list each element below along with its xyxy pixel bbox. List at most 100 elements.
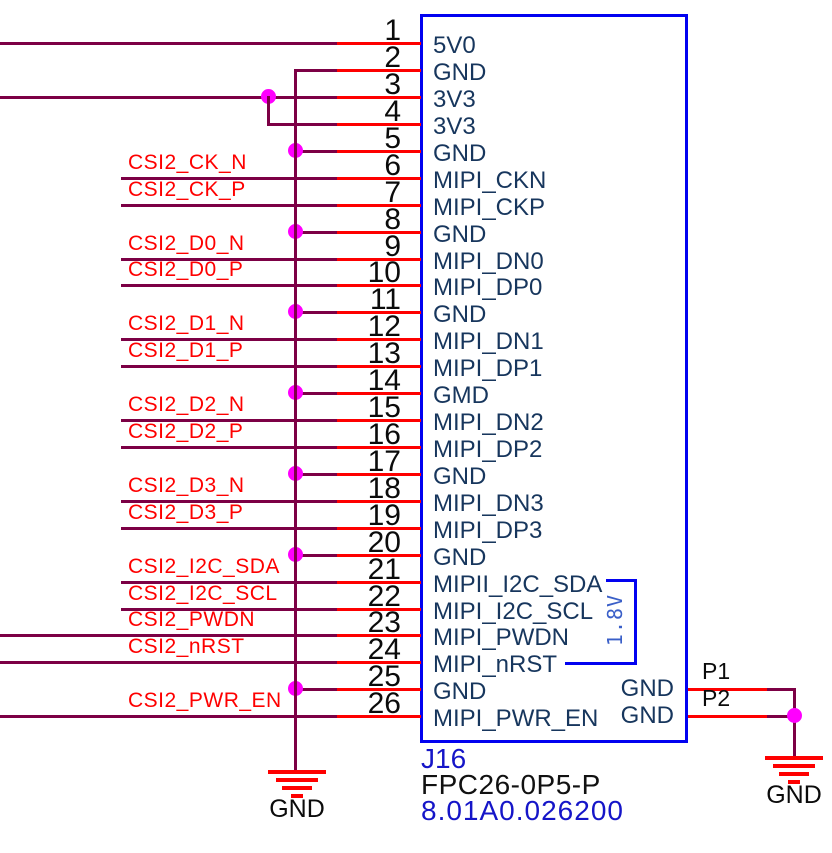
pin-stub[interactable] xyxy=(337,634,421,637)
wire-segment[interactable] xyxy=(295,231,337,234)
pin-name[interactable]: GND xyxy=(620,675,674,702)
wire-segment[interactable] xyxy=(295,69,337,72)
wire-segment[interactable] xyxy=(121,258,337,261)
pin-stub[interactable] xyxy=(337,554,421,557)
wire-segment[interactable] xyxy=(767,715,796,718)
wire-segment[interactable] xyxy=(267,96,270,125)
pin-stub[interactable] xyxy=(337,96,421,99)
pin-number[interactable]: 11 xyxy=(369,283,401,316)
pin-name[interactable]: GND xyxy=(433,301,487,328)
pin-name[interactable]: GND xyxy=(433,221,487,248)
net-label[interactable]: CSI2_I2C_SCL xyxy=(128,582,278,605)
pin-name[interactable]: MIPI_DP3 xyxy=(433,517,543,544)
pin-stub[interactable] xyxy=(337,527,421,530)
pin-number[interactable]: 25 xyxy=(367,660,401,693)
pin-number[interactable]: 2 xyxy=(384,41,401,74)
pin-number[interactable]: 18 xyxy=(367,472,401,505)
pin-name[interactable]: MIPI_PWDN xyxy=(433,624,570,651)
pin-stub[interactable] xyxy=(337,177,421,180)
pin-name[interactable]: MIPI_DN1 xyxy=(433,328,544,355)
net-label[interactable]: CSI2_D0_P xyxy=(128,258,244,281)
pin-number[interactable]: 1 xyxy=(384,14,401,47)
voltage-rail-label[interactable]: 1.8V xyxy=(603,593,627,647)
pin-number[interactable]: 15 xyxy=(367,391,401,424)
net-label[interactable]: CSI2_I2C_SDA xyxy=(128,555,280,578)
pin-name[interactable]: GMD xyxy=(433,382,489,409)
pin-number[interactable]: P2 xyxy=(702,685,731,711)
net-label[interactable]: CSI2_D3_P xyxy=(128,501,244,524)
part-code-label[interactable]: 8.01A0.026200 xyxy=(421,795,624,826)
wire-segment[interactable] xyxy=(0,661,337,664)
pin-stub[interactable] xyxy=(337,473,421,476)
pin-number[interactable]: 6 xyxy=(384,149,401,182)
pin-stub[interactable] xyxy=(337,204,421,207)
wire-segment[interactable] xyxy=(295,554,337,557)
wire-segment[interactable] xyxy=(121,527,337,530)
wire-segment[interactable] xyxy=(0,42,337,45)
pin-stub[interactable] xyxy=(337,311,421,314)
pin-name[interactable]: MIPII_I2C_SDA xyxy=(433,571,603,598)
net-label[interactable]: CSI2_D1_N xyxy=(128,312,245,335)
wire-segment[interactable] xyxy=(0,634,337,637)
pin-number[interactable]: 21 xyxy=(367,553,401,586)
pin-name[interactable]: GND xyxy=(433,678,487,705)
wire-segment[interactable] xyxy=(121,204,337,207)
pin-stub[interactable] xyxy=(337,419,421,422)
net-label[interactable]: CSI2_D1_P xyxy=(128,339,244,362)
pin-number[interactable]: 16 xyxy=(367,418,401,451)
net-label[interactable]: CSI2_CK_P xyxy=(128,178,246,201)
ground-symbol-left[interactable]: GND xyxy=(237,770,357,828)
pin-number[interactable]: 22 xyxy=(367,580,401,613)
pin-number[interactable]: 12 xyxy=(367,310,401,343)
pin-number[interactable]: 19 xyxy=(367,499,401,532)
pin-stub[interactable] xyxy=(337,392,421,395)
refdes-label[interactable]: J16 xyxy=(421,743,467,774)
net-label[interactable]: CSI2_nRST xyxy=(128,635,245,658)
pin-name[interactable]: GND xyxy=(433,59,487,86)
wire-segment[interactable] xyxy=(121,608,337,611)
pin-name[interactable]: MIPI_I2C_SCL xyxy=(433,598,594,625)
pin-name[interactable]: GND xyxy=(433,140,487,167)
net-label[interactable]: CSI2_CK_N xyxy=(128,151,247,174)
net-label[interactable]: CSI2_D3_N xyxy=(128,474,245,497)
ground-bus-wire[interactable] xyxy=(294,69,297,771)
pin-name[interactable]: MIPI_DP2 xyxy=(433,436,543,463)
pin-name[interactable]: MIPI_CKN xyxy=(433,167,547,194)
pin-stub[interactable] xyxy=(337,446,421,449)
pin-number[interactable]: 20 xyxy=(367,526,401,559)
pin-number[interactable]: P1 xyxy=(702,658,731,684)
wire-segment[interactable] xyxy=(121,177,337,180)
wire-segment[interactable] xyxy=(121,446,337,449)
pin-name[interactable]: MIPI_nRST xyxy=(433,651,558,678)
wire-segment[interactable] xyxy=(767,688,796,691)
pin-name[interactable]: 3V3 xyxy=(433,113,476,140)
pin-name[interactable]: 5V0 xyxy=(433,32,476,59)
pin-number[interactable]: 8 xyxy=(384,203,401,236)
pin-number[interactable]: 10 xyxy=(367,256,401,289)
wire-segment[interactable] xyxy=(0,96,337,99)
pin-stub[interactable] xyxy=(337,688,421,691)
pin-number[interactable]: 13 xyxy=(367,337,401,370)
pin-name[interactable]: MIPI_DP1 xyxy=(433,355,543,382)
pin-stub[interactable] xyxy=(337,715,421,718)
pin-name[interactable]: GND xyxy=(620,702,674,729)
pin-name[interactable]: 3V3 xyxy=(433,86,476,113)
pin-stub[interactable] xyxy=(337,258,421,261)
pin-number[interactable]: 14 xyxy=(367,364,401,397)
wire-segment[interactable] xyxy=(121,581,337,584)
pin-stub[interactable] xyxy=(337,365,421,368)
pin-stub[interactable] xyxy=(337,284,421,287)
part-number-label[interactable]: FPC26-0P5-P xyxy=(421,769,601,800)
pin-name[interactable]: MIPI_DN2 xyxy=(433,409,544,436)
pin-stub[interactable] xyxy=(337,500,421,503)
pin-number[interactable]: 5 xyxy=(384,122,401,155)
net-label[interactable]: CSI2_PWR_EN xyxy=(128,689,282,712)
pin-number[interactable]: 4 xyxy=(384,95,401,128)
net-label[interactable]: CSI2_D2_P xyxy=(128,420,244,443)
pin-name[interactable]: MIPI_DN0 xyxy=(433,248,544,275)
wire-segment[interactable] xyxy=(295,150,337,153)
pin-number[interactable]: 26 xyxy=(367,687,401,720)
wire-segment[interactable] xyxy=(267,123,337,126)
wire-segment[interactable] xyxy=(121,338,337,341)
pin-name[interactable]: GND xyxy=(433,463,487,490)
